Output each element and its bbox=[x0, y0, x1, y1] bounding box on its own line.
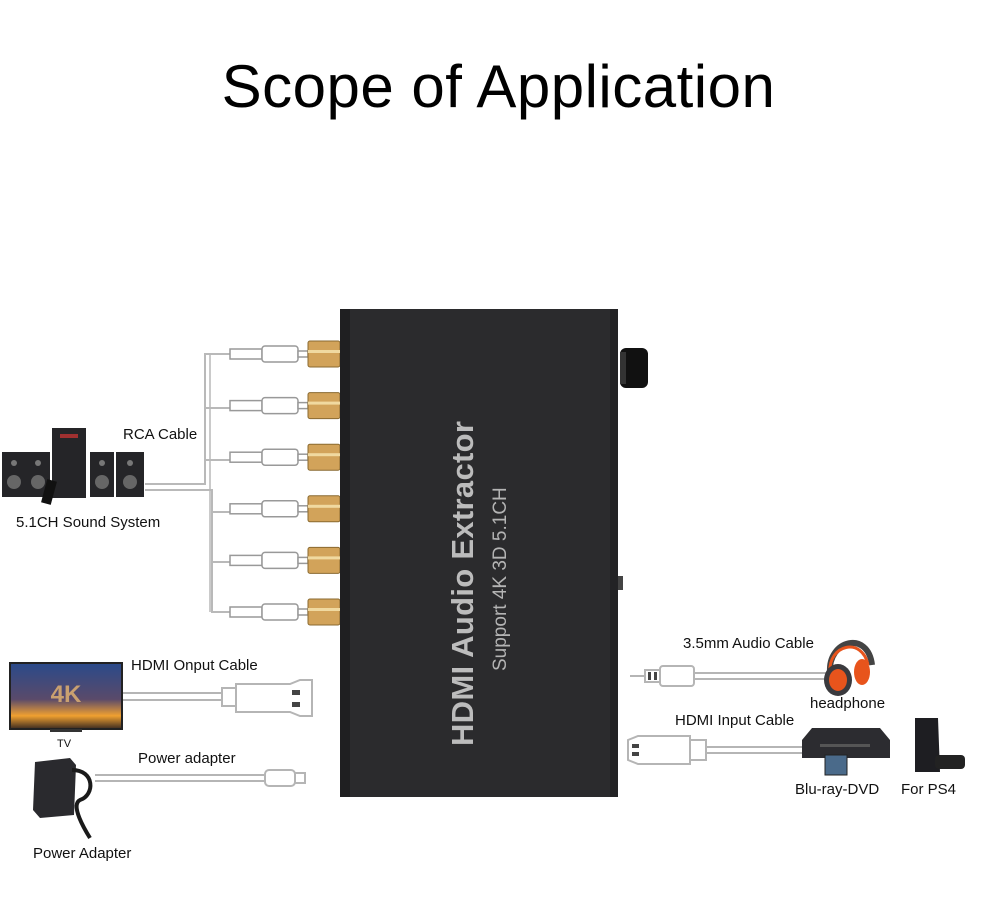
audio-cable-label: 3.5mm Audio Cable bbox=[683, 635, 814, 652]
sound-system-label: 5.1CH Sound System bbox=[16, 514, 161, 531]
bluray-label: Blu-ray-DVD bbox=[795, 781, 880, 798]
rca-plug bbox=[229, 443, 341, 471]
hdmi-output-cable-label: HDMI Onput Cable bbox=[131, 657, 258, 674]
rca-cable-label: RCA Cable bbox=[123, 426, 198, 443]
device-subtitle: Support 4K 3D 5.1CH bbox=[490, 487, 511, 671]
rca-plug bbox=[229, 598, 341, 626]
volume-knob bbox=[620, 348, 648, 388]
tv-icon: 4K bbox=[9, 662, 123, 732]
ps4-label: For PS4 bbox=[901, 781, 957, 798]
tv-label: TV bbox=[57, 738, 72, 750]
headphone-icon bbox=[824, 640, 875, 696]
power-cable-label: Power adapter bbox=[138, 750, 236, 767]
rca-cable-bundle bbox=[145, 353, 230, 613]
rca-plugs bbox=[229, 340, 341, 626]
hdmi-input-cable bbox=[627, 735, 810, 765]
hdmi-output-cable bbox=[122, 679, 313, 717]
rca-plug bbox=[229, 495, 341, 523]
bluray-player-icon bbox=[802, 728, 890, 776]
hdmi-input-cable-label: HDMI Input Cable bbox=[675, 712, 795, 729]
rca-plug bbox=[229, 340, 341, 368]
ps4-console-icon bbox=[915, 718, 965, 772]
device-title: HDMI Audio Extractor bbox=[445, 420, 480, 746]
tv-screen-text: 4K bbox=[51, 681, 82, 708]
page-title: Scope of Application bbox=[221, 53, 776, 120]
speaker-system-icon bbox=[2, 428, 144, 505]
rca-plug bbox=[229, 392, 341, 420]
hdmi-audio-extractor-device bbox=[340, 309, 648, 797]
audio-cable bbox=[630, 665, 830, 687]
headphone-label: headphone bbox=[810, 695, 886, 712]
power-adapter-icon bbox=[33, 758, 93, 840]
power-cable bbox=[95, 769, 306, 787]
rca-plug bbox=[229, 546, 341, 574]
power-adapter-label: Power Adapter bbox=[33, 845, 132, 862]
mode-switch bbox=[618, 576, 623, 590]
